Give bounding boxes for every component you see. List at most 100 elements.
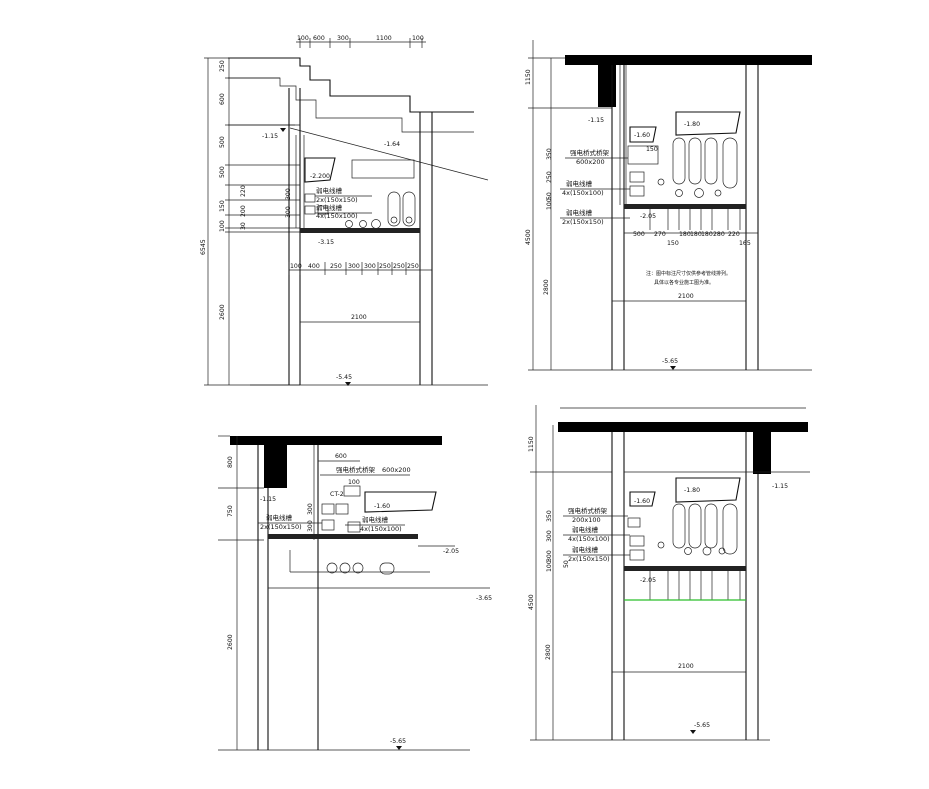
panel-d-tray2-size: 4x(150x100) [568,535,610,543]
panel-d-upper-box [675,477,741,503]
panel-b-tick-lines [649,209,741,230]
panel-b-bottom-dim-2: 270 [654,231,666,238]
panel-d-tray3-size: 2x(150x150) [568,555,610,563]
panel-a-left-dim-4: 500 [219,166,226,178]
panel-c-top-dim: 800 [227,456,234,468]
panel-a-total-dim: 6545 [200,239,207,255]
panel-d-left-dim-2: 300 [546,530,553,542]
panel-c-roof-slab [230,436,442,445]
panel-d-tick-lines [649,571,741,600]
panel-a-left-dim-1: 250 [219,60,226,72]
panel-c-tray3-size: 4x(150x100) [360,525,402,533]
panel-c-level-bottom: -5.65 [390,738,406,745]
panel-a-floor-slab [300,228,420,233]
panel-a-bottom-dim-4: 300 [348,263,360,270]
panel-a-upper-tray [351,159,415,179]
panel-a-tray2-size: 4x(150x100) [316,212,358,220]
panel-d-small-box [629,491,656,507]
panel-c-box-mark: 100 [348,479,360,486]
panel-b-tray2-label: 弱电线槽 [566,179,593,188]
panel-b-tray1-label: 强电桥式桥架 [570,148,610,157]
panel-b-bottom-dim-7: 280 [713,231,725,238]
panel-b-roof-slab [565,55,812,65]
panel-d-total-dim: 4500 [528,594,535,610]
panel-b-left-dim-4: 100 [546,198,553,210]
panel-a-tray1-size: 2x(150x150) [316,196,358,204]
panel-c-level-4: -3.65 [476,595,492,602]
panel-c-top-dim2: 600 [335,453,347,460]
panel-a-bottom-dim-7: 250 [393,263,405,270]
panel-a-left-dim-9: 30 [240,222,247,230]
panel-b-tray3-size: 2x(150x150) [562,218,604,226]
panel-c-level-3: -2.05 [443,548,459,555]
panel-b-level-1: -1.15 [588,117,604,124]
panel-c-tray3-label: 弱电线槽 [362,515,389,524]
panel-c-pipes [326,562,395,575]
panel-d-tray1-label: 强电桥式桥架 [568,506,608,515]
panel-b-beam [598,55,616,107]
panel-a-low-dim: 2600 [219,304,226,320]
panel-c-ct-mark: CT-2 [330,491,344,498]
panel-b-note-1: 注：图中标注尺寸仅供参考管线排列。 [646,270,731,277]
panel-d-level-3: -1.80 [684,487,700,494]
panel-d-level-4: -2.05 [640,577,656,584]
panel-b-bottom-dim-5: 180 [690,231,702,238]
panel-b-level-4: -2.05 [640,213,656,220]
panel-c-tray2-size: 2x(150x150) [260,523,302,531]
panel-b-top-dim: 1150 [525,69,532,85]
panel-d-section: 1150 4500 2800 350 300 300 100 50 [528,405,810,741]
panel-b-pipes [657,137,738,198]
panel-a-tray2-label: 弱电线槽 [316,203,343,212]
panel-d-beam [753,422,771,474]
panel-b-tray2-size: 4x(150x100) [562,189,604,197]
panel-a-left-dim-8: 100 [219,220,226,232]
panel-a-bottom-dim-8: 250 [407,263,419,270]
panel-a-section: 100 600 300 1100 100 250 600 500 500 220… [200,35,489,386]
panel-a-top-dim-5: 100 [412,35,424,42]
panel-b-left-dim-2: 250 [546,171,553,183]
panel-b-bottom-dim-1: 500 [633,231,645,238]
panel-c-tray2-label: 弱电线槽 [266,513,293,522]
panel-b-box-mark: 150 [646,146,658,153]
panel-b-bottom-dim-3: 150 [667,240,679,247]
panel-a-top-dim-2: 600 [313,35,325,42]
panel-a-side-dim-1: 300 [285,188,292,200]
panel-d-top-dim: 1150 [528,436,535,452]
panel-c-section: 800 750 2600 600 强电桥式桥架 600x200 100 CT-2… [218,435,492,751]
panel-d-tray3-label: 弱电线槽 [572,545,599,554]
panel-c-tray1-size: 600x200 [382,466,411,474]
panel-a-left-dim-7: 200 [240,205,247,217]
panel-c-level-2: -1.60 [374,503,390,510]
panel-b-total-dim: 4500 [525,229,532,245]
panel-b-left-dim-1: 350 [546,148,553,160]
panel-a-bottom-dim-3: 250 [330,263,342,270]
panel-c-side-dim-2: 300 [307,520,314,532]
panel-d-left-dim-3: 300 [546,550,553,562]
panel-c-beam [264,436,287,488]
panel-b-level-2: -1.60 [634,132,650,139]
panel-b-left-dim-3: 50 [546,192,553,200]
panel-d-floor-slab [624,566,746,571]
panel-b-bottom-dim-6: 180 [701,231,713,238]
panel-c-floor-slab [268,534,418,539]
panel-d-tray2-label: 弱电线槽 [572,525,599,534]
panel-a-level-bottom: -5.45 [336,374,352,381]
panel-c-left-dim: 750 [227,505,234,517]
panel-a-top-dim-3: 300 [337,35,349,42]
panel-a-side-dim-2: 300 [285,206,292,218]
panel-c-upper-box [364,491,437,513]
panel-a-left-dim-3: 500 [219,136,226,148]
panel-a-level-2: -1.64 [384,141,400,148]
panel-c-side-dim-1: 300 [307,503,314,515]
panel-d-level-bottom: -5.65 [694,722,710,729]
panel-b-tray3-label: 弱电线槽 [566,208,593,217]
panel-a-bottom-dim-1: 100 [290,263,302,270]
panel-a-bottom-dim-5: 300 [364,263,376,270]
panel-a-top-dim-4: 1100 [376,35,392,42]
panel-d-left-dim-5: 50 [563,560,570,568]
panel-a-cable-box [304,157,336,183]
panel-d-roof-slab [558,422,808,432]
panel-b-floor-slab [624,204,746,209]
panel-d-level-2: -1.60 [634,498,650,505]
